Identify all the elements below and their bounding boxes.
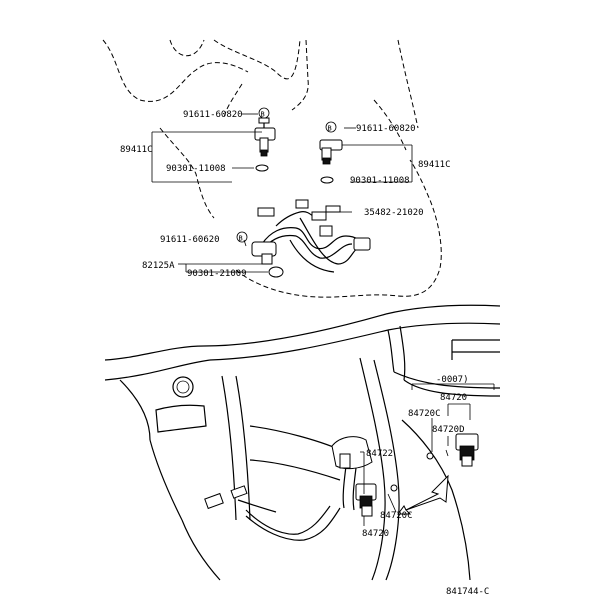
connector-icon xyxy=(257,207,275,217)
connector-icon xyxy=(353,237,371,251)
label-sw-mid: 84722 xyxy=(366,449,393,459)
connector-icon xyxy=(311,211,327,221)
label-bolt-b: 91611-60820 xyxy=(356,124,416,134)
pedal-bracket xyxy=(331,436,373,511)
o-ring-icon xyxy=(268,266,284,278)
figure-code: 841744-C xyxy=(446,587,489,597)
direction-arrow xyxy=(397,474,449,515)
label-bolt-c: 91611-60620 xyxy=(160,235,220,245)
speed-sensor-icon xyxy=(319,139,343,165)
label-oring-c: 90301-21009 xyxy=(187,269,247,279)
label-oring-a: 90301-11008 xyxy=(166,164,226,174)
callout-b-letter: B xyxy=(239,235,243,243)
callout-b-icon xyxy=(258,107,270,119)
callout-b-letter: B xyxy=(328,125,332,133)
part-labels: 91611-60820 B 89411C 90301-11008 B 91611… xyxy=(120,107,489,597)
vent-icon xyxy=(172,376,194,398)
label-wire: 82125A xyxy=(142,261,175,271)
connector-icon xyxy=(319,225,333,237)
label-bolt-a: 91611-60820 xyxy=(183,110,243,120)
label-sw-d: 84720D xyxy=(432,425,465,435)
o-ring-icon xyxy=(320,176,334,184)
label-range: -0007) xyxy=(436,375,469,385)
label-sw-top: 84720 xyxy=(440,393,467,403)
sensor-left-assembly xyxy=(151,113,276,183)
callout-b-icon xyxy=(236,231,248,243)
connector-icon xyxy=(295,199,309,209)
pedal-cable xyxy=(204,485,341,541)
label-sw-bottom: 84720 xyxy=(362,529,389,539)
speed-sensor-icon xyxy=(254,127,276,157)
stop-lamp-switch-lower xyxy=(355,483,398,517)
wire-harness xyxy=(178,199,371,278)
dashboard-interior xyxy=(104,304,501,581)
o-ring-icon xyxy=(255,164,269,172)
label-oring-b: 90301-11008 xyxy=(350,176,410,186)
label-sensor-left: 89411C xyxy=(120,145,153,155)
transmission-housing xyxy=(102,39,442,298)
sensor-right-assembly xyxy=(319,127,413,184)
label-sensor-right: 89411C xyxy=(418,160,451,170)
label-clamp: 35482-21020 xyxy=(364,208,424,218)
sensor-body-icon xyxy=(251,241,277,265)
callout-b-icon xyxy=(325,121,337,133)
leader-lines xyxy=(360,383,495,526)
label-sw-c-bottom: 84720C xyxy=(380,511,413,521)
callout-b-letter: B xyxy=(261,111,265,119)
clamp-icon xyxy=(325,205,352,213)
stop-lamp-switch-detail xyxy=(426,433,479,467)
label-sw-c-top: 84720C xyxy=(408,409,441,419)
